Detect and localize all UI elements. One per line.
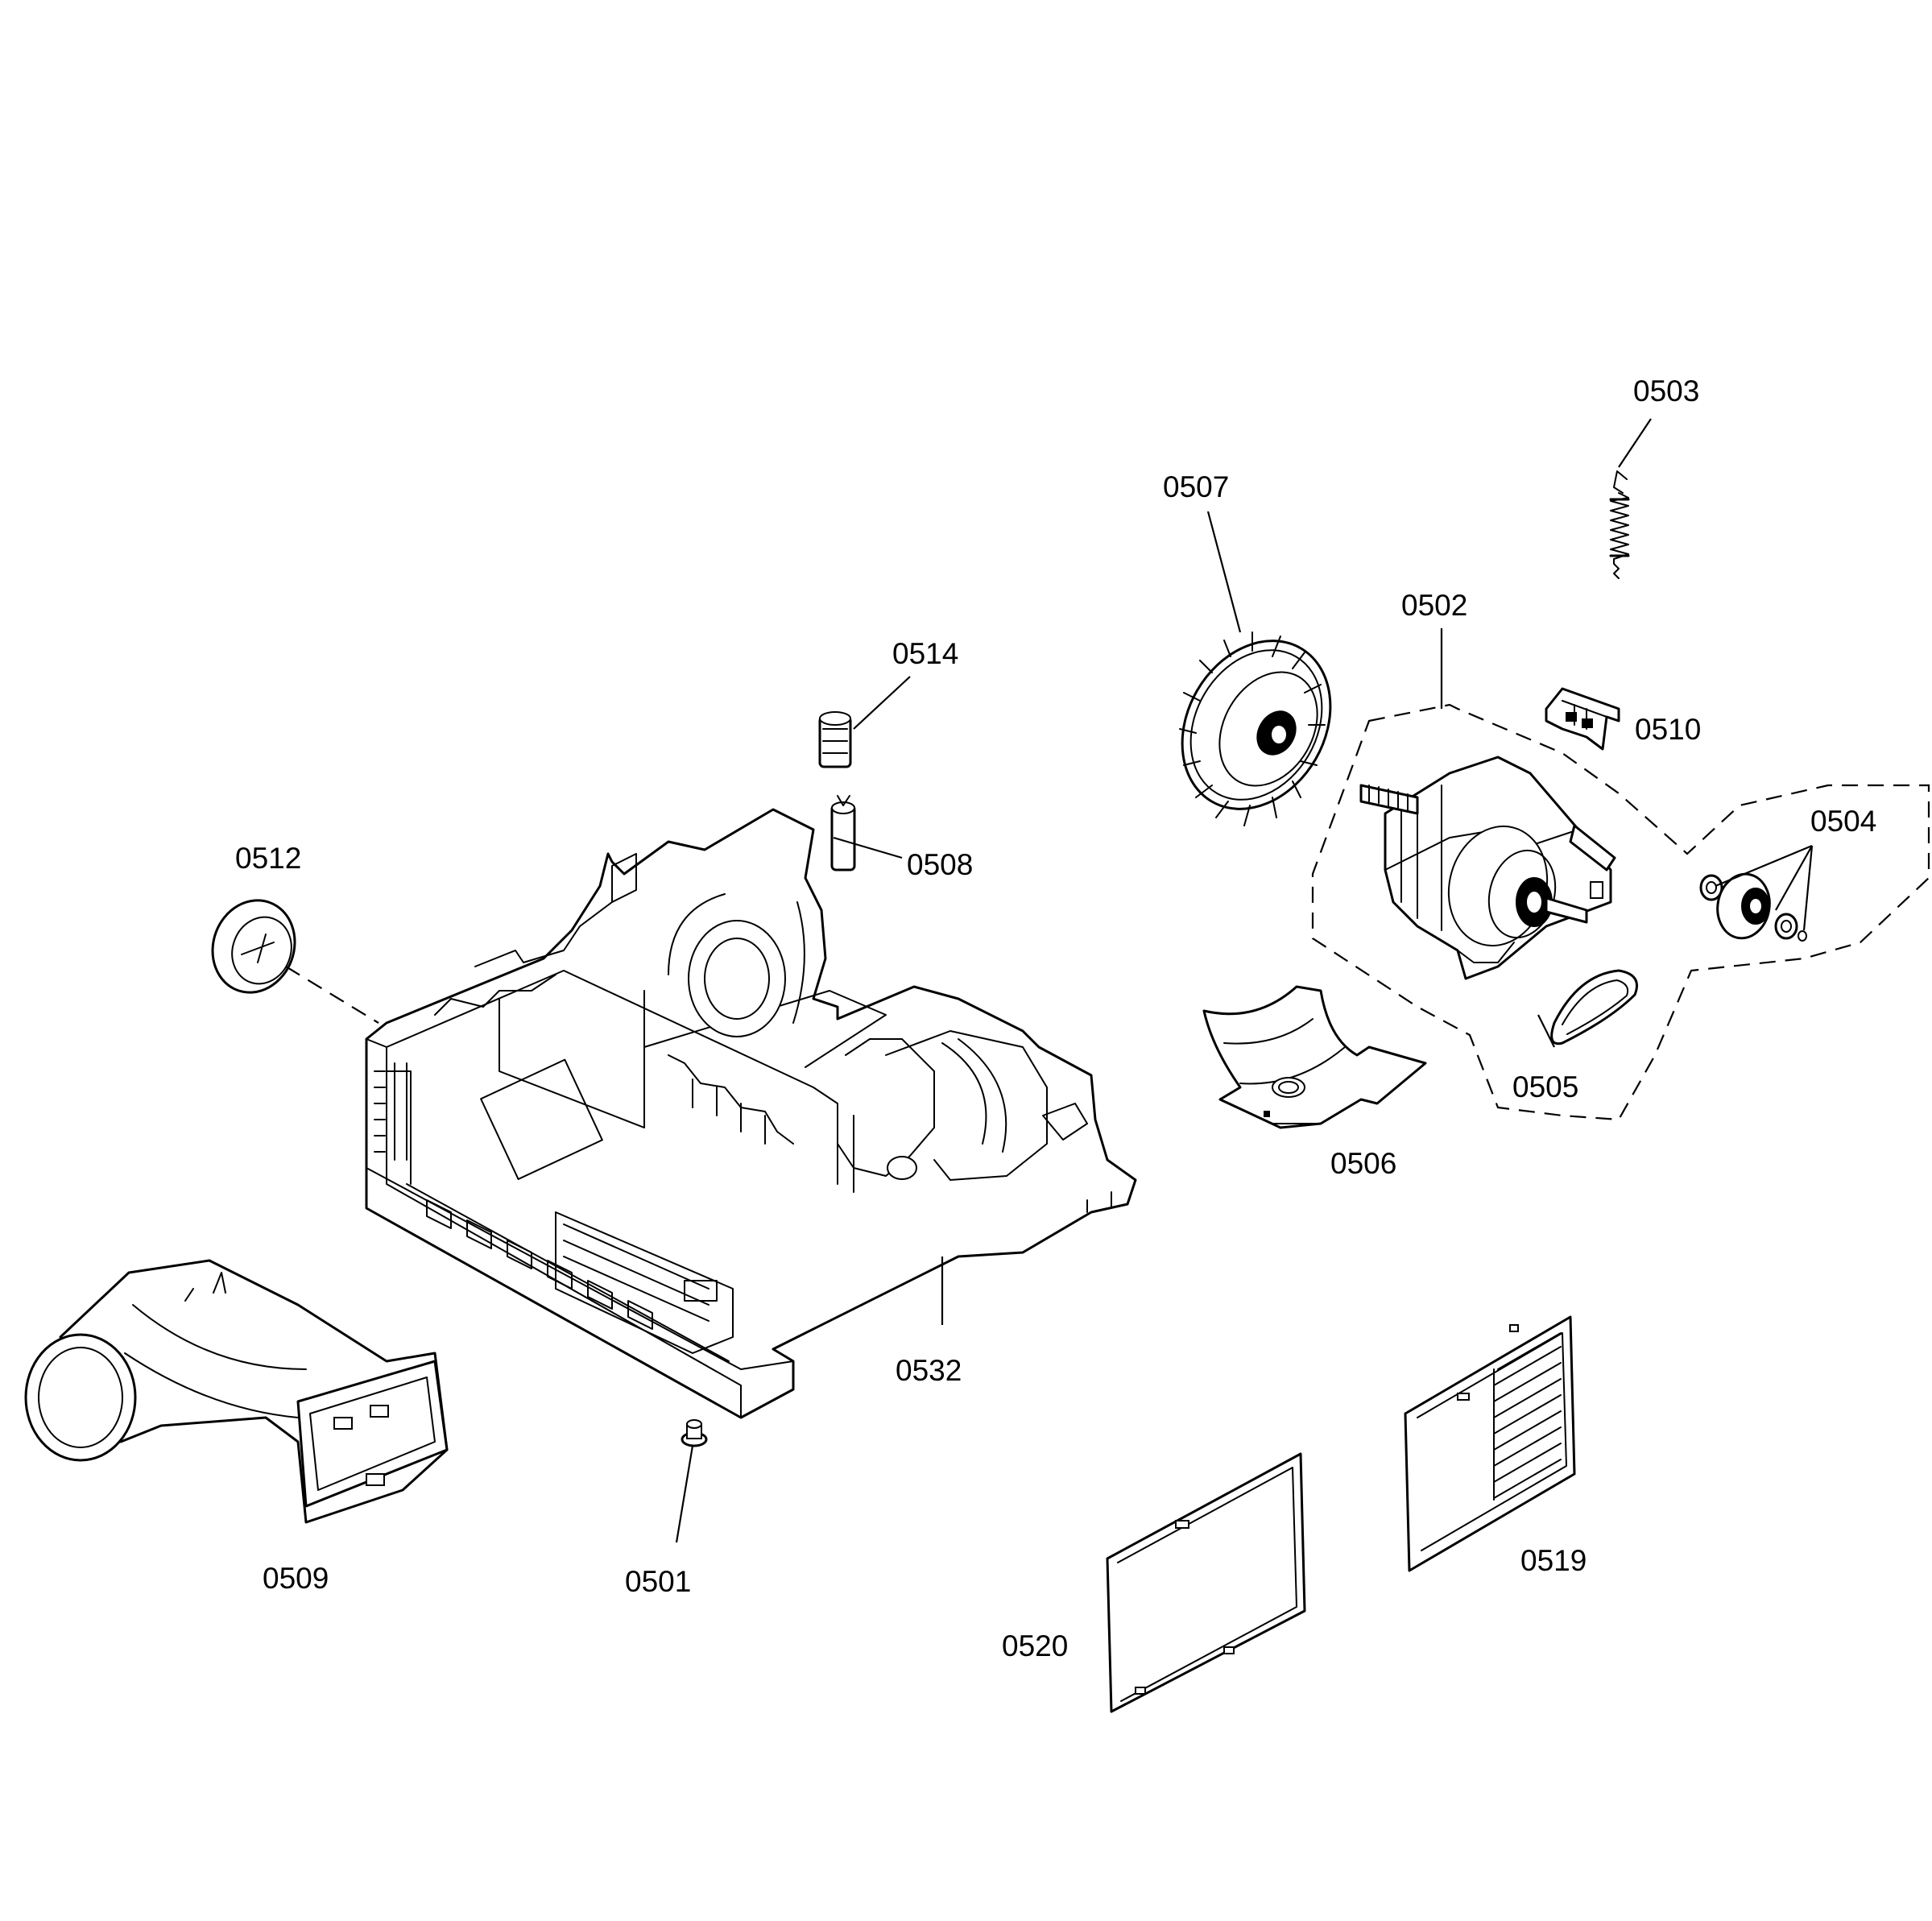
bracket-0510 bbox=[1545, 687, 1620, 751]
grille-panel-0519 bbox=[1404, 1315, 1576, 1572]
label-0514: 0514 bbox=[892, 637, 958, 670]
base-frame-0532 bbox=[365, 808, 1137, 1419]
label-0520: 0520 bbox=[1002, 1629, 1068, 1662]
duct-adapter-0512 bbox=[211, 899, 296, 994]
tension-spring-0503 bbox=[1609, 470, 1630, 579]
drive-belt-0505 bbox=[1550, 969, 1638, 1045]
label-0508: 0508 bbox=[907, 848, 973, 881]
label-0510: 0510 bbox=[1635, 713, 1701, 746]
access-panel-0520 bbox=[1106, 1452, 1306, 1713]
drive-motor-0502 bbox=[1359, 756, 1616, 980]
label-0532: 0532 bbox=[896, 1354, 962, 1387]
label-0512: 0512 bbox=[235, 842, 301, 875]
label-0502: 0502 bbox=[1401, 589, 1467, 622]
label-0501: 0501 bbox=[625, 1565, 691, 1598]
air-guide-0506 bbox=[1202, 985, 1427, 1129]
label-0519: 0519 bbox=[1520, 1544, 1587, 1577]
foot-0501 bbox=[681, 1419, 708, 1447]
air-duct-0509 bbox=[24, 1259, 449, 1524]
blower-fan-0507 bbox=[1179, 631, 1332, 826]
label-0506: 0506 bbox=[1330, 1147, 1396, 1180]
pulley-set-0504 bbox=[1699, 872, 1807, 942]
label-0505: 0505 bbox=[1512, 1070, 1578, 1103]
spacer-0514 bbox=[818, 711, 852, 768]
part-labels: 0503 0507 0502 0514 0510 0504 0512 0508 … bbox=[235, 375, 1876, 1662]
assembly-outline bbox=[285, 703, 1930, 1121]
label-0507: 0507 bbox=[1163, 470, 1229, 503]
label-0504: 0504 bbox=[1810, 805, 1876, 838]
label-0503: 0503 bbox=[1633, 375, 1699, 408]
label-0509: 0509 bbox=[263, 1562, 329, 1595]
leader-lines bbox=[675, 418, 1814, 1543]
spacer-0508 bbox=[830, 795, 856, 871]
